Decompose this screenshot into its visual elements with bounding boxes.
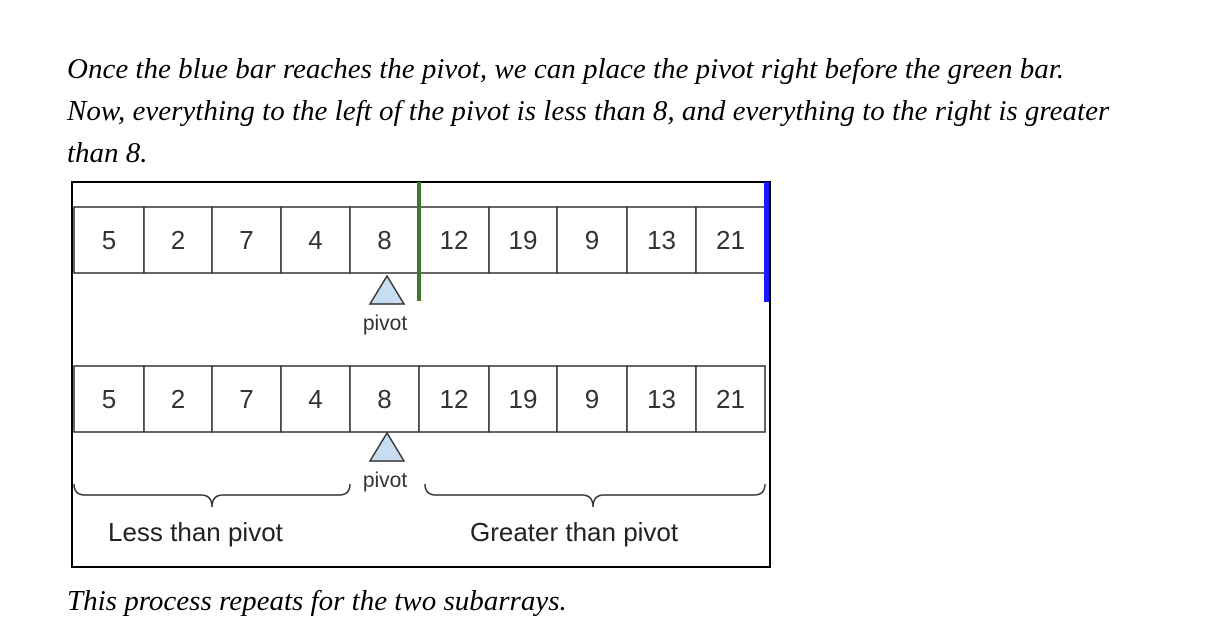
bottom-array-cell-value: 9 (585, 384, 599, 414)
top-array-cell-value: 8 (377, 225, 391, 255)
right-group-brace (424, 483, 766, 508)
green-bar (417, 182, 421, 301)
left-group-label: Less than pivot (108, 517, 284, 547)
bottom-array-cell (626, 365, 697, 433)
top-array-cell (488, 206, 558, 274)
top-array-cell-value: 21 (716, 225, 745, 255)
bottom-array-cell (349, 365, 420, 433)
top-array-cell (556, 206, 628, 274)
top-pivot-label: pivot (363, 312, 408, 335)
intro-text-line-2: Now, everything to the left of the pivot… (67, 95, 1110, 127)
top-array-cell-value: 7 (239, 225, 253, 255)
bottom-array-cell (73, 365, 145, 433)
top-array-cell (695, 206, 766, 274)
bottom-pivot-label: pivot (363, 469, 408, 492)
top-array-cell-value: 9 (585, 225, 599, 255)
blue-bar (764, 182, 769, 302)
partition-diagram: 5 2 7 4 8 12 19 9 13 21 pivot 5 2 7 4 8 12 19 9 13 21 pivo… (71, 181, 771, 568)
top-array-cell-value: 4 (308, 225, 322, 255)
top-array-cell (626, 206, 697, 274)
bottom-array-cell (143, 365, 213, 433)
top-array-cell-value: 13 (647, 225, 676, 255)
bottom-pivot-marker-icon (368, 431, 406, 462)
top-array-cell-value: 2 (171, 225, 185, 255)
left-group-brace (73, 483, 351, 508)
right-group-label: Greater than pivot (470, 517, 679, 547)
bottom-array-cell (556, 365, 628, 433)
bottom-array-cell (695, 365, 766, 433)
top-array-cell-value: 19 (509, 225, 538, 255)
top-array: 5 2 7 4 8 12 19 9 13 21 (73, 206, 766, 274)
top-pivot-marker-icon (368, 274, 406, 305)
bottom-array-cell (211, 365, 282, 433)
bottom-array-cell-value: 2 (171, 384, 185, 414)
top-array-cell (349, 206, 420, 274)
top-array-cell (73, 206, 145, 274)
bottom-array-cell-value: 8 (377, 384, 391, 414)
top-array-cell (280, 206, 351, 274)
bottom-array-cell (418, 365, 490, 433)
intro-text-line-1: Once the blue bar reaches the pivot, we … (67, 53, 1065, 85)
top-array-cell-value: 5 (102, 225, 116, 255)
bottom-array-cell (280, 365, 351, 433)
top-array-cell (211, 206, 282, 274)
bottom-array-cell-value: 7 (239, 384, 253, 414)
top-array-cell-value: 12 (440, 225, 469, 255)
bottom-array-cell-value: 19 (509, 384, 538, 414)
bottom-array-cell-value: 12 (440, 384, 469, 414)
bottom-array: 5 2 7 4 8 12 19 9 13 21 (73, 365, 766, 433)
bottom-array-cell-value: 5 (102, 384, 116, 414)
bottom-array-cell-value: 21 (716, 384, 745, 414)
bottom-array-cell-value: 4 (308, 384, 322, 414)
intro-text-line-3: than 8. (67, 137, 148, 169)
bottom-array-cell-value: 13 (647, 384, 676, 414)
outro-text: This process repeats for the two subarra… (67, 585, 567, 617)
bottom-array-cell (488, 365, 558, 433)
